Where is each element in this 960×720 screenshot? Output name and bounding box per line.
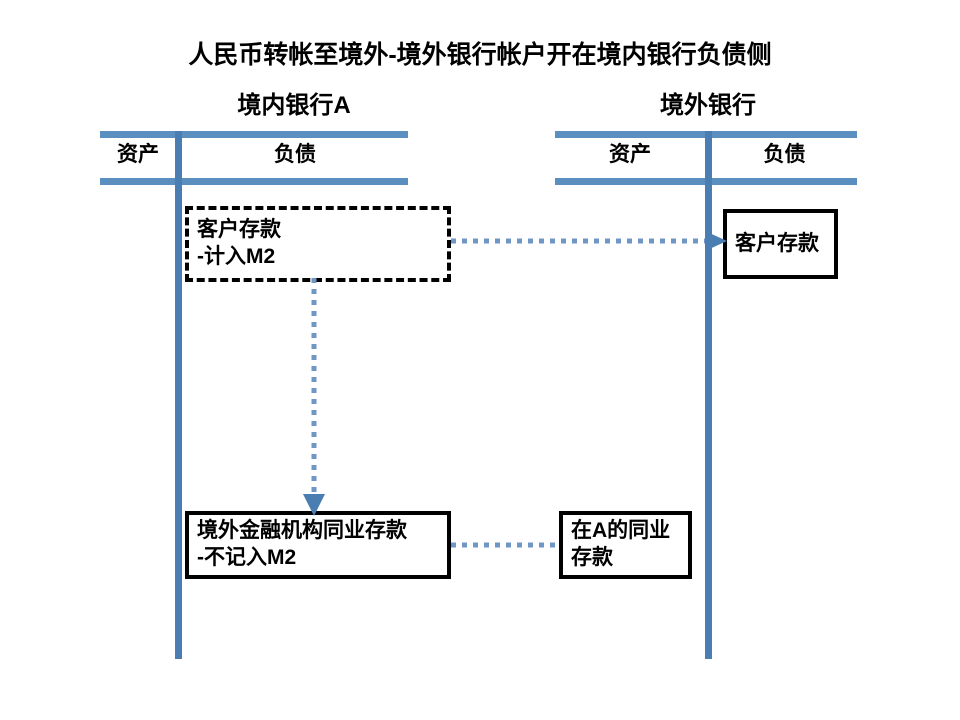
arrowhead-right-icon [705, 231, 727, 251]
entry-box-overseas-customer-deposit[interactable]: 客户存款 [723, 209, 838, 279]
entry-line: -计入M2 [197, 245, 276, 268]
right-table-column-divider [705, 131, 712, 659]
connector-arrow-deposit-to-interbank [303, 278, 325, 516]
diagram-title: 人民币转帐至境外-境外银行帐户开在境内银行负债侧 [188, 41, 772, 69]
bank-left-title: 境内银行A [237, 92, 351, 119]
entry-line: 境外金融机构同业存款 [197, 519, 407, 543]
entry-line: 在A的同业 [571, 519, 671, 543]
left-table-header-rule [100, 178, 408, 185]
bank-right-title: 境外银行 [660, 92, 756, 119]
entry-box-domestic-overseas-interbank-deposit[interactable]: 境外金融机构同业存款 -不记入M2 [185, 511, 451, 579]
entry-line: -不记入M2 [197, 546, 297, 569]
left-column-header-liabilities: 负债 [274, 143, 316, 166]
right-column-header-assets: 资产 [609, 143, 651, 166]
connector-arrow-deposit-to-overseas [451, 231, 727, 251]
left-column-header-assets: 资产 [117, 143, 159, 166]
right-column-header-liabilities: 负债 [763, 143, 806, 166]
left-table-top-rule [100, 131, 408, 138]
entry-line: 客户存款 [735, 231, 819, 255]
entry-box-overseas-deposit-at-a[interactable]: 在A的同业 存款 [559, 511, 692, 579]
entry-box-domestic-customer-deposit[interactable]: 客户存款 -计入M2 [185, 206, 451, 282]
left-table-column-divider [175, 131, 182, 659]
arrowhead-down-icon [303, 494, 325, 516]
entry-line: 存款 [571, 546, 613, 569]
entry-line: 客户存款 [197, 218, 281, 242]
connector-line-interbank-pair [451, 542, 561, 548]
